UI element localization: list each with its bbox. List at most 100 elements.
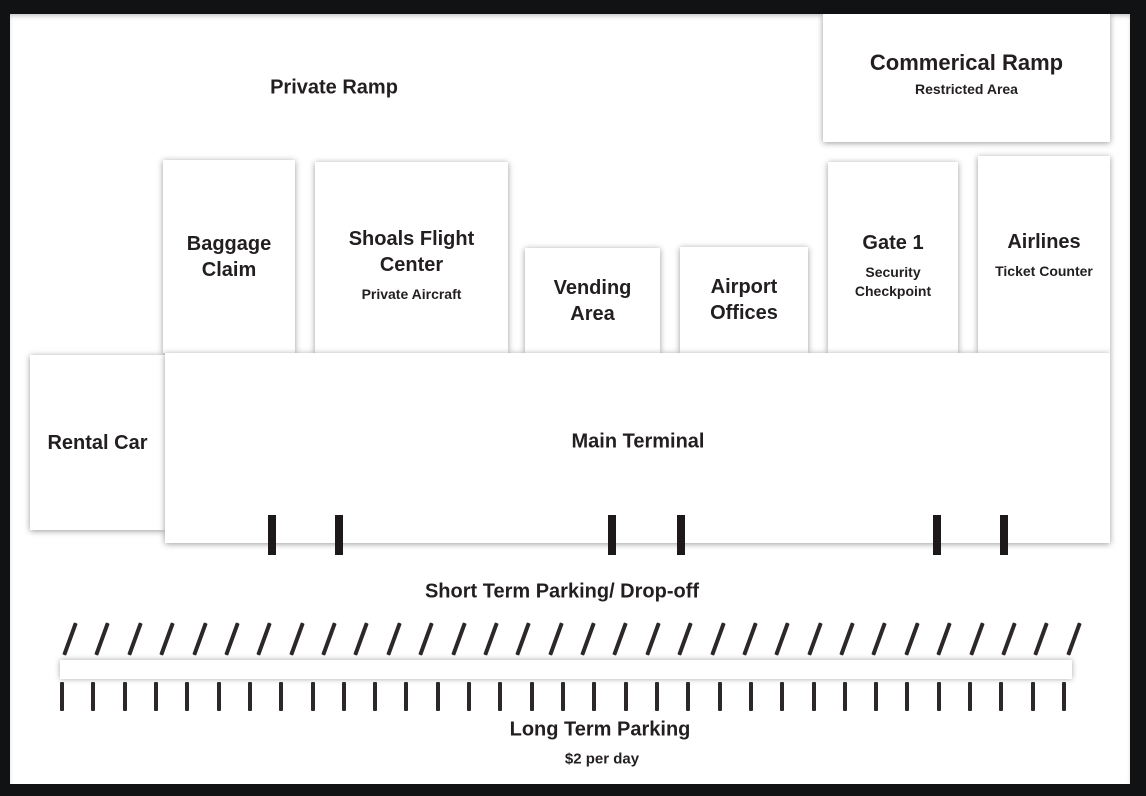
commercial-ramp-label: Commerical Ramp [869,50,1064,75]
parking-space-line [529,682,534,711]
parking-space-line [811,682,816,711]
parking-space-line [780,682,785,711]
baggage-claim-building: Baggage Claim [163,160,295,353]
parking-space-line [435,682,440,711]
parking-space-line [404,682,409,711]
parking-road [60,660,1072,679]
shoals-flight-center-building: Shoals Flight Center Private Aircraft [315,162,508,353]
parking-space-line [127,622,143,656]
parking-space-line [936,622,952,656]
parking-space-line [904,622,920,656]
airport-terminal-map: Private Ramp Commerical Ramp Restricted … [10,14,1130,784]
airlines-label: Airlines [1007,231,1081,253]
terminal-door-mark [608,515,616,555]
parking-space-line [60,682,64,711]
parking-space-line [418,622,434,656]
parking-space-line [224,622,240,656]
parking-space-line [999,682,1004,711]
parking-space-line [774,622,790,656]
parking-space-line [185,682,190,711]
parking-space-line [742,622,758,656]
commercial-ramp-sublabel: Restricted Area [915,81,1018,97]
parking-space-line [62,622,78,656]
parking-space-line [561,682,565,711]
parking-space-line [450,622,467,656]
parking-space-line [94,622,111,656]
parking-space-line [547,622,564,656]
parking-space-line [709,622,726,656]
parking-space-line [1030,682,1035,711]
parking-space-line [310,682,315,711]
gate-1-label: Gate 1 [862,232,924,254]
shoals-flight-center-sublabel: Private Aircraft [361,286,462,302]
parking-space-line [353,622,370,656]
main-terminal-building [165,353,1110,543]
parking-space-line [592,682,597,711]
parking-space-line [842,682,847,711]
parking-space-line [1065,622,1082,656]
parking-space-line [216,682,221,711]
baggage-claim-label: Baggage Claim [186,232,272,281]
terminal-door-mark [677,515,685,555]
long-term-parking-label: Long Term Parking [509,718,691,741]
rental-car-building: Rental Car [30,355,165,530]
parking-space-line [279,682,284,711]
terminal-door-mark [1000,515,1008,555]
parking-space-line [467,682,472,711]
parking-space-line [580,622,596,656]
parking-space-line [515,622,531,656]
parking-space-line [498,682,503,711]
parking-space-line [256,622,272,656]
parking-space-line [645,622,661,656]
airlines-building: Airlines Ticket Counter [978,156,1110,353]
terminal-door-mark [933,515,941,555]
parking-space-line [717,682,722,711]
short-term-parking-label: Short Term Parking/ Drop-off [424,580,700,603]
gate-1-sublabel: Security Checkpoint [854,264,932,299]
parking-space-line [839,622,855,656]
parking-space-line [677,622,693,656]
parking-space-line [122,682,127,711]
parking-space-line [806,622,823,656]
parking-space-line [874,682,879,711]
parking-space-line [871,622,888,656]
airlines-sublabel: Ticket Counter [995,263,1093,279]
parking-space-line [748,682,753,711]
parking-space-line [483,622,499,656]
parking-space-line [623,682,628,711]
parking-space-line [341,682,346,711]
terminal-door-mark [268,515,276,555]
parking-space-line [936,682,941,711]
vending-area-label: Vending Area [553,276,632,325]
commercial-ramp-area: Commerical Ramp Restricted Area [823,14,1110,142]
gate-1-building: Gate 1 Security Checkpoint [828,162,958,353]
rental-car-label: Rental Car [47,431,148,454]
long-term-parking-spaces [60,682,1066,711]
parking-space-line [1033,622,1049,656]
parking-space-line [373,682,378,711]
shoals-flight-center-label: Shoals Flight Center [348,228,475,276]
parking-space-line [191,622,208,656]
parking-space-line [686,682,691,711]
short-term-parking-spaces [62,622,1082,656]
long-term-parking-rate: $2 per day [564,750,640,768]
parking-space-line [386,622,402,656]
parking-space-line [321,622,337,656]
parking-space-line [654,682,659,711]
parking-space-line [968,622,985,656]
private-ramp-label: Private Ramp [270,76,398,99]
parking-space-line [91,682,96,711]
terminal-door-mark [335,515,343,555]
parking-space-line [1062,682,1066,711]
vending-area-building: Vending Area [525,248,660,353]
parking-space-line [159,622,175,656]
parking-space-line [612,622,629,656]
parking-space-line [247,682,252,711]
airport-offices-label: Airport Offices [710,276,778,324]
parking-space-line [968,682,973,711]
parking-space-line [905,682,910,711]
parking-space-line [153,682,158,711]
main-terminal-label: Main Terminal [571,430,705,453]
parking-space-line [1001,622,1017,656]
